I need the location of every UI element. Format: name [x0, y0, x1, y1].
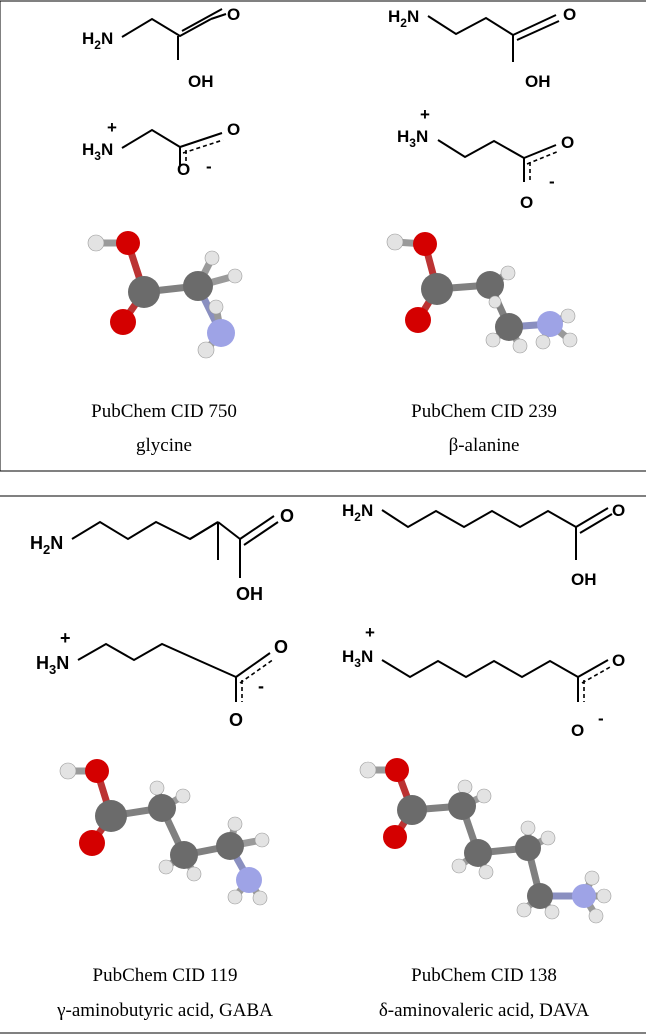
svg-text:OH: OH — [236, 584, 263, 604]
dava-name: δ-aminovaleric acid, DAVA — [379, 1000, 590, 1021]
dava-zwitterion-structure: + H3N O O - — [342, 623, 625, 740]
svg-text:H3N: H3N — [397, 127, 428, 150]
svg-text:OH: OH — [525, 72, 551, 91]
gaba-zwitterion-structure: + H3N O O - — [36, 628, 288, 730]
dava-neutral-structure: H2N O OH — [342, 501, 625, 589]
gaba-neutral-structure: H2N O OH — [30, 506, 294, 604]
svg-text:O: O — [612, 651, 625, 670]
gaba-name: γ-aminobutyric acid, GABA — [56, 1000, 273, 1021]
svg-text:H2N: H2N — [82, 29, 113, 52]
svg-text:H2N: H2N — [388, 7, 419, 30]
svg-text:OH: OH — [571, 570, 597, 589]
svg-text:-: - — [549, 172, 555, 191]
svg-text:H2N: H2N — [30, 533, 63, 557]
glycine-pubchem-id: PubChem CID 750 — [91, 401, 237, 422]
beta-alanine-neutral-structure: H2N O OH — [388, 5, 576, 91]
svg-text:-: - — [206, 157, 212, 176]
glycine-neutral-structure: H2N O OH — [82, 5, 240, 91]
beta-alanine-name: β-alanine — [449, 435, 520, 456]
svg-text:O: O — [563, 5, 576, 24]
svg-text:H3N: H3N — [342, 647, 373, 670]
dava-pubchem-id: PubChem CID 138 — [411, 965, 557, 986]
dava-3d-model — [359, 758, 612, 924]
svg-text:O: O — [571, 721, 584, 740]
glycine-3d-model — [87, 231, 243, 359]
gaba-3d-model — [59, 759, 270, 906]
svg-text:+: + — [60, 628, 71, 648]
svg-text:O: O — [612, 501, 625, 520]
svg-text:O: O — [227, 120, 240, 139]
beta-alanine-zwitterion-structure: + H3N O O - — [397, 105, 574, 212]
svg-text:O: O — [561, 133, 574, 152]
svg-text:H3N: H3N — [82, 140, 113, 163]
svg-text:-: - — [598, 709, 604, 728]
svg-text:O: O — [280, 506, 294, 526]
svg-text:O: O — [274, 637, 288, 657]
svg-text:OH: OH — [188, 72, 214, 91]
svg-text:O: O — [227, 5, 240, 24]
svg-text:H3N: H3N — [36, 653, 69, 677]
beta-alanine-pubchem-id: PubChem CID 239 — [411, 401, 557, 422]
svg-text:+: + — [420, 105, 430, 124]
svg-text:O: O — [177, 160, 190, 179]
gaba-pubchem-id: PubChem CID 119 — [93, 965, 238, 986]
svg-text:H2N: H2N — [342, 501, 373, 524]
beta-alanine-3d-model — [386, 232, 578, 354]
svg-text:+: + — [365, 623, 375, 642]
svg-text:O: O — [229, 710, 243, 730]
glycine-name: glycine — [136, 435, 192, 456]
svg-text:+: + — [107, 118, 117, 137]
glycine-zwitterion-structure: + H3N O O - — [82, 118, 240, 179]
svg-text:-: - — [258, 676, 264, 696]
svg-text:O: O — [520, 193, 533, 212]
